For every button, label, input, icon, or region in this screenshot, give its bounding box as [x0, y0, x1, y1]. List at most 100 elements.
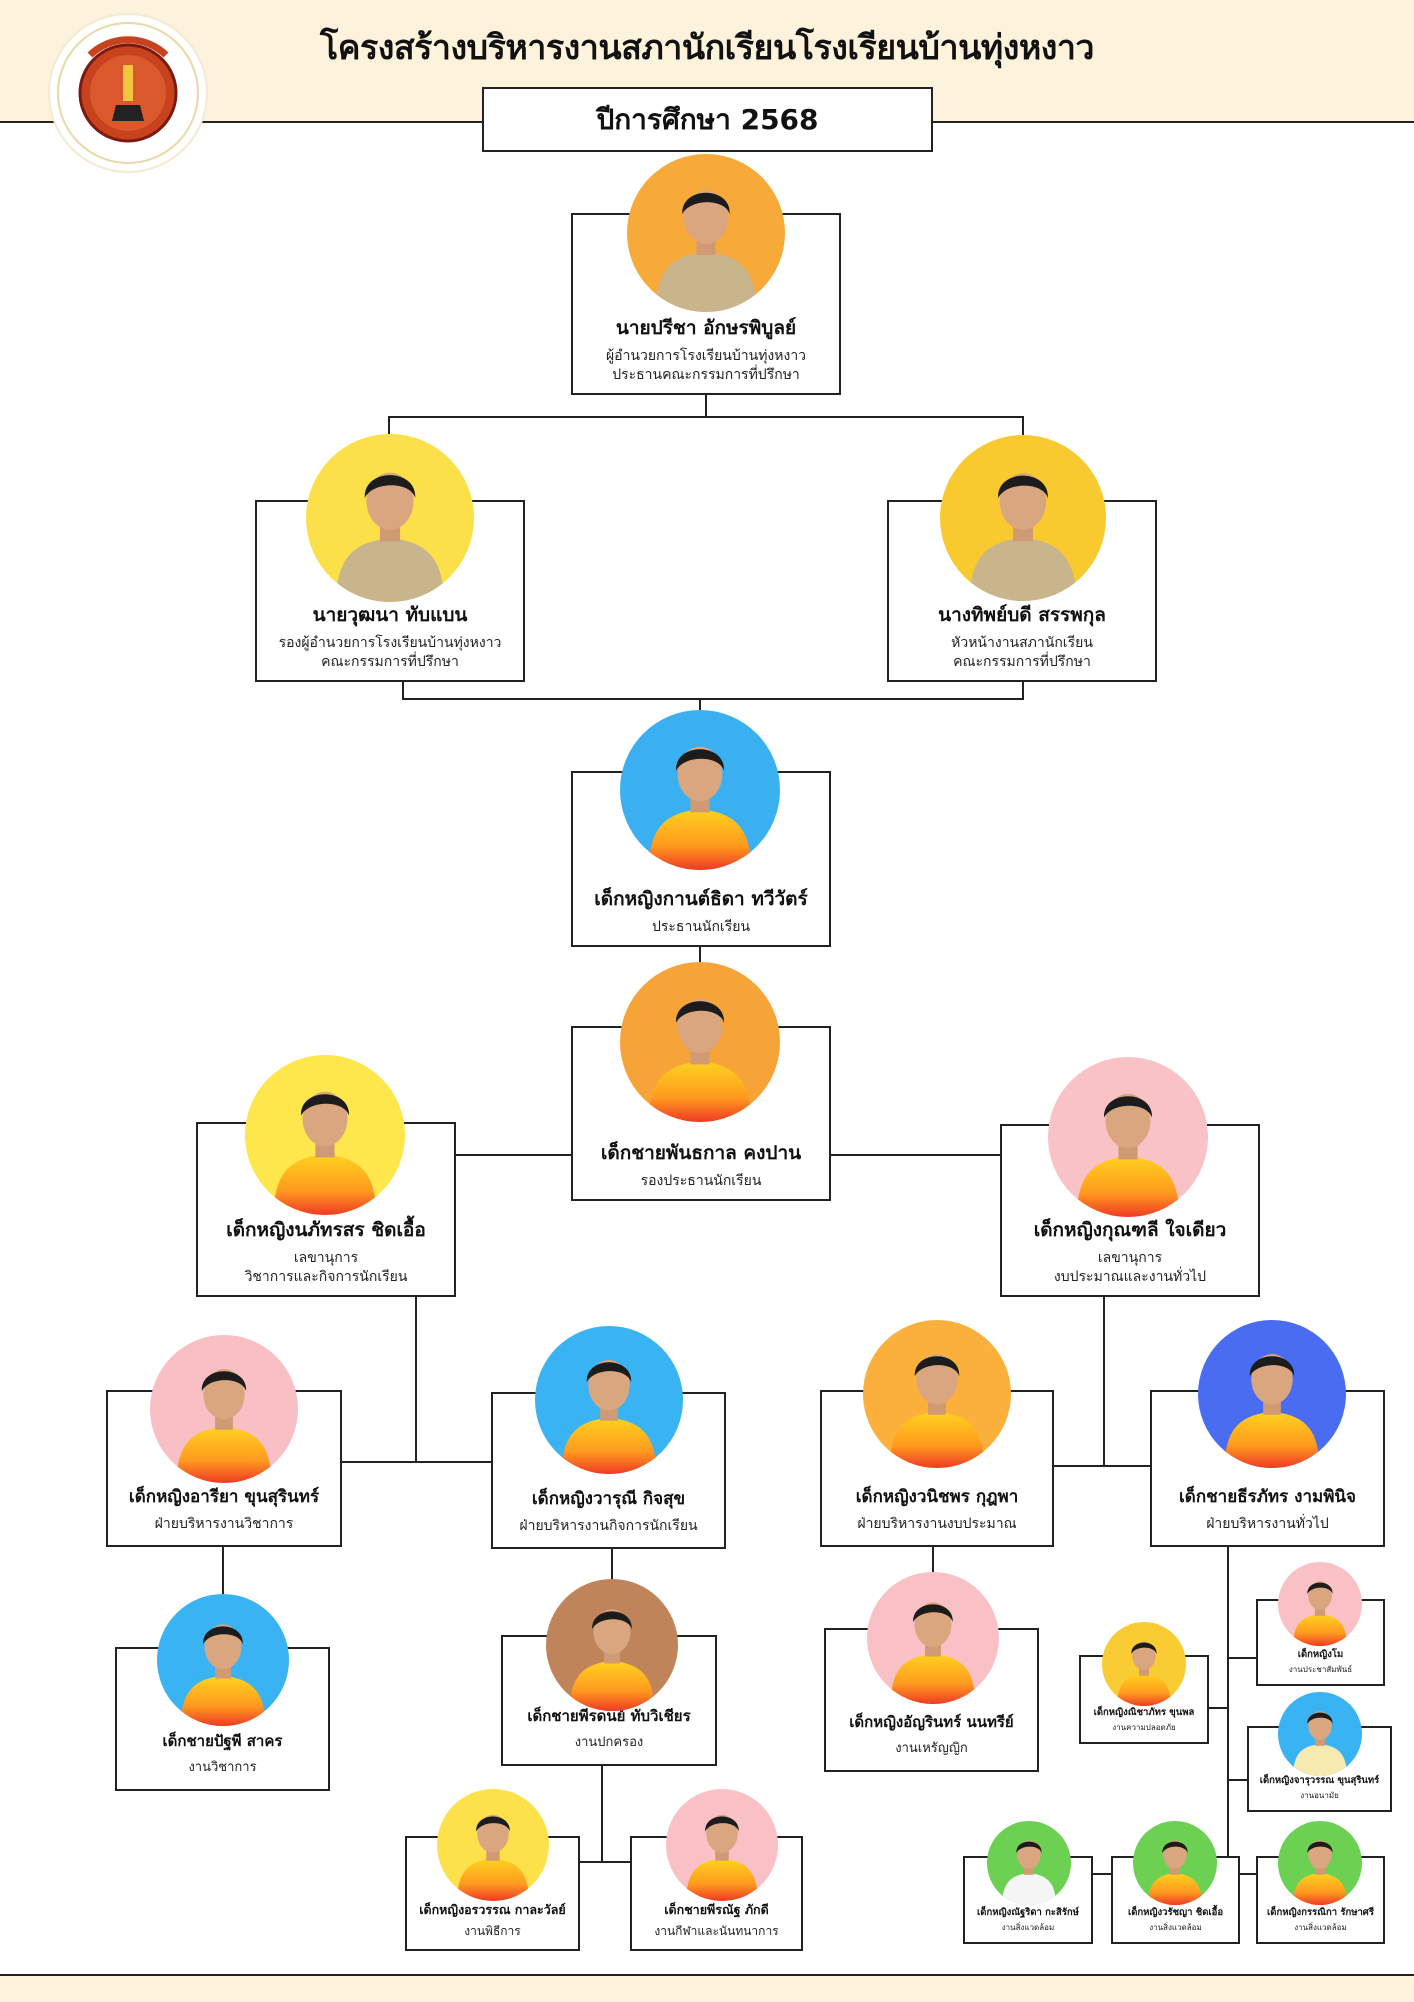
member-role: งานปกครอง: [574, 1735, 644, 1750]
connector-line: [402, 698, 1024, 700]
member-photo: [1278, 1692, 1362, 1776]
member-role: รองประธานนักเรียน: [640, 1173, 762, 1189]
member-name: เด็กชายพีรดนย์ ทับวิเชียร: [527, 1707, 691, 1725]
member-role: ฝ่ายบริหารงานทั่วไป: [1206, 1516, 1329, 1532]
member-role: งานสิ่งแวดล้อม: [1294, 1923, 1347, 1932]
person-avatar-icon: [569, 1609, 655, 1711]
member-photo: [1133, 1821, 1217, 1905]
member-role: งานความปลอดภัย: [1112, 1723, 1176, 1732]
connector-line: [1022, 681, 1024, 700]
member-name: เด็กหญิงวนิชพร กุฎพา: [855, 1487, 1019, 1507]
connector-line: [611, 1548, 613, 1579]
member-name: เด็กหญิงอัญรินทร์ นนทรีย์: [849, 1713, 1014, 1731]
member-photo: [1198, 1320, 1346, 1468]
member-photo: [620, 962, 780, 1122]
connector-line: [222, 1546, 224, 1595]
connector-line: [830, 1154, 1001, 1156]
person-avatar-icon: [336, 472, 444, 602]
member-role: คณะกรรมการที่ปรึกษา: [953, 654, 1091, 670]
member-role: ผู้อำนวยการโรงเรียนบ้านทุ่งหงาว: [605, 348, 807, 364]
member-name: เด็กหญิงกรรณิกา รักษาศรี: [1267, 1907, 1374, 1918]
member-card: เด็กชายพีรณัฐ ภักดีงานกีฬาและนันทนาการ: [630, 1836, 803, 1951]
member-name: เด็กหญิงอารียา ขุนสุรินทร์: [128, 1487, 320, 1507]
member-role: งานวิชาการ: [188, 1760, 257, 1775]
member-photo: [863, 1320, 1011, 1468]
member-name: เด็กหญิงจารุวรรณ ขุนสุรินทร์: [1259, 1775, 1380, 1786]
connector-line: [1208, 1707, 1229, 1709]
member-name: เด็กหญิงณิชาภัทร ขุนพล: [1093, 1707, 1195, 1718]
person-avatar-icon: [561, 1360, 657, 1474]
member-photo: [245, 1055, 405, 1215]
person-avatar-icon: [1293, 1840, 1347, 1905]
connector-line: [402, 681, 404, 700]
person-avatar-icon: [457, 1814, 529, 1901]
connector-line: [415, 1296, 417, 1463]
member-name: เด็กหญิงวรัชญา ชิดเอื้อ: [1127, 1907, 1224, 1918]
person-avatar-icon: [655, 190, 757, 312]
member-role: งานสิ่งแวดล้อม: [1149, 1923, 1202, 1932]
connector-line: [341, 1461, 492, 1463]
member-role: ฝ่ายบริหารงานวิชาการ: [154, 1516, 294, 1532]
person-avatar-icon: [176, 1369, 272, 1483]
person-avatar-icon: [1117, 1641, 1171, 1706]
member-role: หัวหน้างานสภานักเรียน: [951, 635, 1093, 651]
member-name: เด็กหญิงนภัทรสร ชิดเอื้อ: [226, 1219, 426, 1241]
member-photo: [1048, 1057, 1208, 1217]
member-role: ประธานคณะกรรมการที่ปรึกษา: [612, 367, 800, 383]
member-role: วิชาการและกิจการนักเรียน: [244, 1269, 408, 1285]
member-role: งานกีฬาและนันทนาการ: [654, 1924, 779, 1938]
member-name: เด็กหญิงกุณฑลี ใจเดียว: [1033, 1219, 1227, 1241]
connector-line: [932, 1546, 934, 1582]
member-photo: [1278, 1562, 1362, 1646]
person-avatar-icon: [1293, 1581, 1347, 1646]
person-avatar-icon: [889, 1354, 985, 1468]
member-photo: [150, 1335, 298, 1483]
member-name: เด็กหญิงณัฐริดา กะสิรักษ์: [977, 1907, 1079, 1918]
member-role: งานอนามัย: [1300, 1791, 1339, 1800]
connector-line: [1227, 1546, 1229, 1857]
member-role: งบประมาณและงานทั่วไป: [1053, 1269, 1207, 1285]
school-council-logo: [50, 15, 206, 171]
member-role: ฝ่ายบริหารงานกิจการนักเรียน: [519, 1518, 698, 1534]
connector-line: [1103, 1296, 1105, 1467]
member-name: นายวุฒนา ทับแบน: [312, 604, 468, 626]
academic-year: ปีการศึกษา 2568: [596, 102, 819, 136]
connector-line: [388, 416, 1024, 418]
member-name: นางทิพย์บดี สรรพกุล: [938, 604, 1106, 626]
person-avatar-icon: [1224, 1354, 1320, 1468]
member-name: นายปรีชา อักษรพิบูลย์: [615, 317, 797, 339]
member-role: เลขานุการ: [293, 1250, 359, 1266]
member-role: ฝ่ายบริหารงานงบประมาณ: [857, 1516, 1017, 1532]
connector-line: [455, 1154, 572, 1156]
member-role: งานเหรัญญิก: [895, 1741, 968, 1756]
member-name: เด็กหญิงอรวรรณ กาละวัลย์: [419, 1902, 566, 1917]
member-photo: [535, 1326, 683, 1474]
member-role: งานประชาสัมพันธ์: [1288, 1665, 1353, 1674]
member-photo: [1102, 1622, 1186, 1706]
member-photo: [1278, 1821, 1362, 1905]
member-role: งานสิ่งแวดล้อม: [1001, 1923, 1055, 1932]
member-photo: [157, 1594, 289, 1726]
member-photo: [306, 434, 474, 602]
person-avatar-icon: [686, 1814, 758, 1901]
connector-line: [1227, 1779, 1248, 1781]
member-photo: [940, 435, 1106, 601]
member-photo: [627, 154, 785, 312]
member-name: เด็กชายพันธกาล คงปาน: [600, 1142, 802, 1164]
connector-line: [601, 1765, 603, 1863]
connector-line: [705, 394, 707, 418]
connector-line: [579, 1861, 631, 1863]
member-photo: [620, 710, 780, 870]
logo-emblem-icon: [57, 22, 199, 164]
person-avatar-icon: [180, 1624, 266, 1726]
connector-line: [1239, 1873, 1257, 1875]
member-name: เด็กหญิงวารุณี กิจสุข: [531, 1489, 686, 1509]
person-avatar-icon: [1293, 1711, 1347, 1776]
member-name: เด็กหญิงกานต์ธิดา ทวีวัตร์: [594, 888, 808, 910]
person-avatar-icon: [1148, 1840, 1202, 1905]
person-avatar-icon: [890, 1602, 976, 1704]
member-role: งานพิธีการ: [464, 1924, 521, 1938]
page-title: โครงสร้างบริหารงานสภานักเรียนโรงเรียนบ้า…: [319, 28, 1095, 68]
person-avatar-icon: [648, 998, 752, 1122]
member-photo: [437, 1789, 549, 1901]
